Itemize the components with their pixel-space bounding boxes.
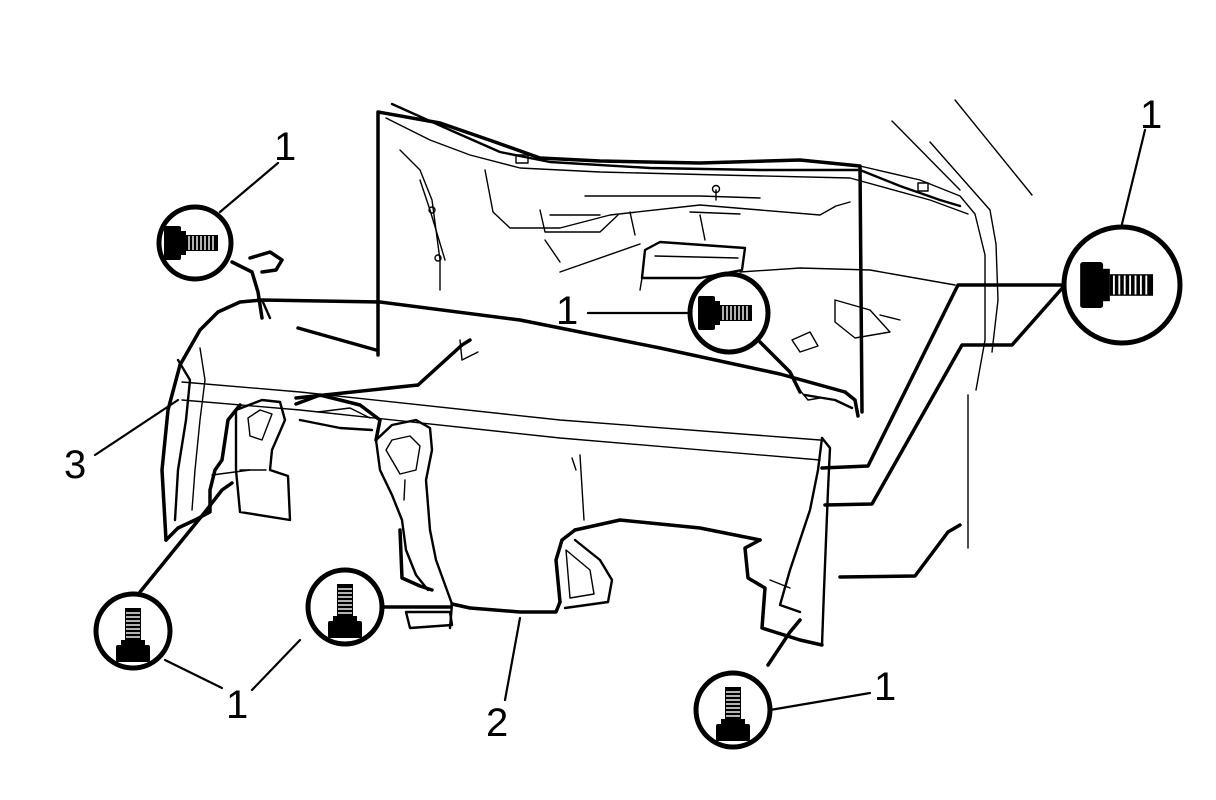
leader-lines: [138, 250, 1067, 667]
callout-bolt-bottom-right: 1: [874, 665, 896, 709]
dash-panel-bulkhead: [376, 99, 1033, 549]
callout-pointers: [93, 128, 1147, 712]
callout-instrument-panel-carrier: 3: [64, 443, 86, 487]
callout-bolt-center: 1: [556, 289, 578, 333]
bolt-detail-bottom-right: [693, 670, 773, 750]
bolt-detail-center: [687, 271, 771, 355]
callout-bolt-top-left: 1: [274, 125, 296, 169]
cross-car-beam: [404, 610, 454, 630]
bolt-detail-bottom-left-a: [93, 591, 173, 671]
callout-cross-car-beam: 2: [486, 701, 508, 745]
instrument-panel-carrier: [160, 298, 860, 647]
bolt-detail-bottom-left-b: [305, 567, 385, 647]
bolt-detail-top-right: [1061, 224, 1183, 346]
bolt-detail-top-left: [156, 204, 234, 282]
callout-bolt-top-right: 1: [1140, 93, 1162, 137]
callout-bolt-bottom-left-a: 1: [226, 683, 248, 727]
